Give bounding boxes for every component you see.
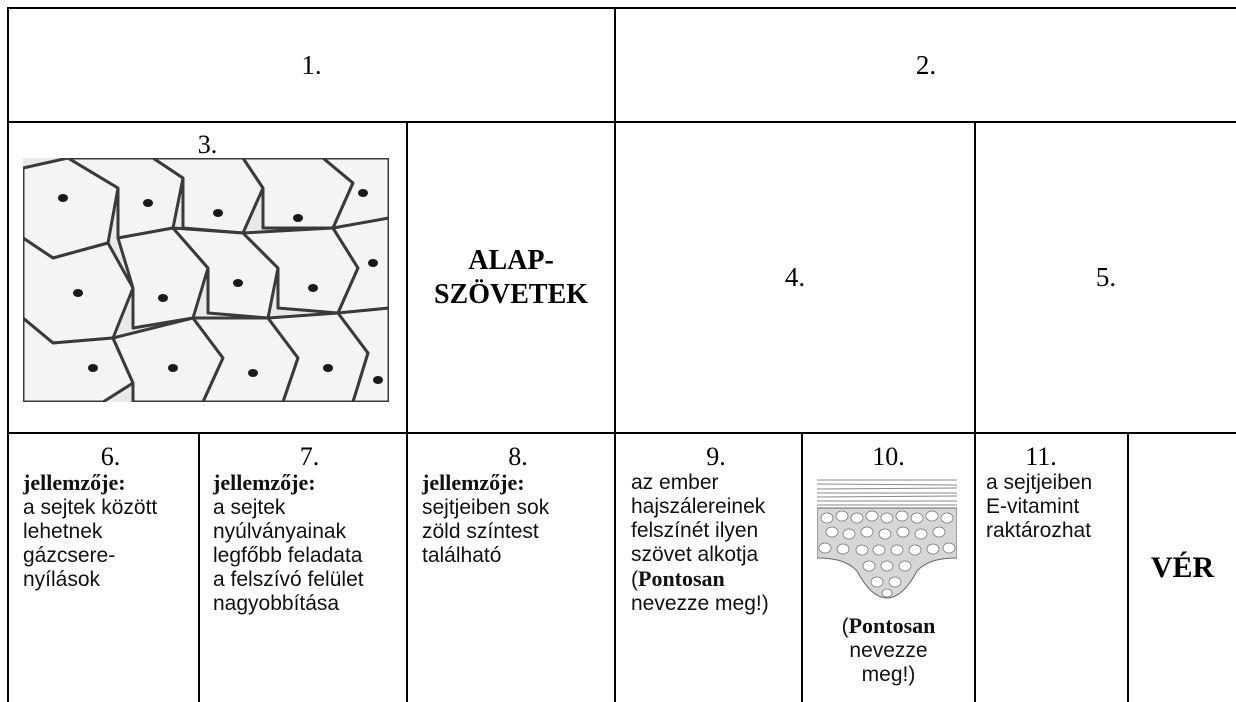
- ver-label: VÉR: [1151, 551, 1214, 585]
- jellemzoje-label: jellemzője:: [23, 470, 126, 495]
- alapszovetek-heading: ALAP- SZÖVETEK: [408, 123, 614, 432]
- cell-number: 9.: [631, 443, 801, 471]
- cell-7: 7. jellemzője: a sejtek nyúlványainak le…: [200, 434, 406, 702]
- cell-number: 6.: [23, 443, 198, 471]
- cell-number: 2.: [916, 50, 936, 81]
- cell-11: 11. a sejtjeiben E-vitamint raktározhat: [976, 434, 1127, 702]
- text-line: az ember: [631, 471, 801, 495]
- jellemzoje-label: jellemzője:: [422, 470, 525, 495]
- cell-number: 11.: [986, 443, 1096, 471]
- cell-3: 3.: [9, 123, 406, 432]
- pontosan-label: Pontosan: [638, 566, 725, 591]
- text-line: a felszívó felület: [213, 568, 406, 592]
- text-line: szövet alkotja: [631, 543, 801, 567]
- heading-line-2: SZÖVETEK: [434, 278, 588, 312]
- text-line: legfőbb feladata: [213, 544, 406, 568]
- text-line: lehetnek: [23, 520, 198, 544]
- cell-number: 7.: [213, 443, 406, 471]
- cell-9: 9. az ember hajszálereinek felszínét ily…: [616, 434, 801, 702]
- text-line: a sejtjeiben: [986, 471, 1127, 495]
- paren-open: (: [842, 615, 849, 638]
- text-line: gázcsere-: [23, 544, 198, 568]
- text-line: a sejtek: [213, 496, 406, 520]
- cell-6: 6. jellemzője: a sejtek között lehetnek …: [9, 434, 198, 702]
- cell-number: 8.: [422, 443, 614, 471]
- ver-cell: VÉR: [1129, 434, 1236, 702]
- epithelium-drawing: [817, 476, 957, 606]
- cell-number: 4.: [785, 262, 805, 293]
- text-line: található: [422, 544, 614, 568]
- text-line: nevezze: [803, 639, 974, 663]
- text-line: zöld színtest: [422, 520, 614, 544]
- text-line: E-vitamint: [986, 495, 1127, 519]
- cell-number: 3.: [9, 131, 406, 159]
- text-line: hajszálereinek: [631, 495, 801, 519]
- cell-4: 4.: [616, 123, 974, 432]
- cell-5: 5.: [976, 123, 1236, 432]
- cell-number: 5.: [1096, 262, 1116, 293]
- cell-number: 10.: [803, 443, 974, 471]
- text-line: sejtjeiben sok: [422, 496, 614, 520]
- plant-epidermis-micrograph: [23, 158, 389, 402]
- text-line: nyílások: [23, 568, 198, 592]
- text-line: a sejtek között: [23, 496, 198, 520]
- cell-2: 2.: [616, 9, 1236, 121]
- cell-1: 1.: [9, 9, 614, 121]
- text-line: nevezze meg!): [631, 592, 801, 616]
- cell-8: 8. jellemzője: sejtjeiben sok zöld színt…: [408, 434, 614, 702]
- text-line: felszínét ilyen: [631, 519, 801, 543]
- cell-number: 1.: [301, 50, 321, 81]
- text-line: nagyobbítása: [213, 592, 406, 616]
- text-line: meg!): [803, 663, 974, 687]
- paren-open: (: [631, 568, 638, 591]
- heading-line-1: ALAP-: [434, 244, 588, 278]
- cell-10: 10. (Pontosan nevezze meg!): [803, 434, 974, 702]
- jellemzoje-label: jellemzője:: [213, 470, 316, 495]
- text-line: raktározhat: [986, 519, 1127, 543]
- pontosan-label: Pontosan: [849, 613, 936, 638]
- text-line: nyúlványainak: [213, 520, 406, 544]
